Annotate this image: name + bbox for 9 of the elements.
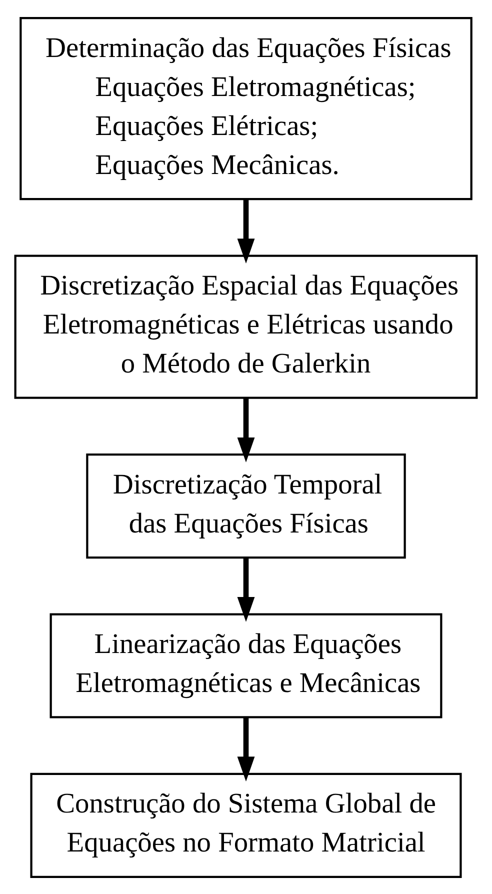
arrow	[237, 717, 255, 782]
node-box: Linearização das Equações Eletromagnéticas e Mecânicas	[50, 612, 442, 718]
node-box: Discretização Temporal das Equações Físicas	[86, 453, 406, 558]
node-box: Determinação das Equações Físicas Equações Eletromagnéticas; Equações Elétricas; Equações Mecânicas.	[20, 16, 472, 200]
node-box: Discretização Espacial das Equações Eletromagnéticas e Elétricas usando o Método de Galerkin	[14, 254, 478, 398]
arrow	[237, 398, 255, 462]
node-box: Construção do Sistema Global de Equações no Formato Matricial	[30, 772, 462, 878]
arrow	[237, 558, 255, 622]
arrow	[237, 199, 255, 264]
